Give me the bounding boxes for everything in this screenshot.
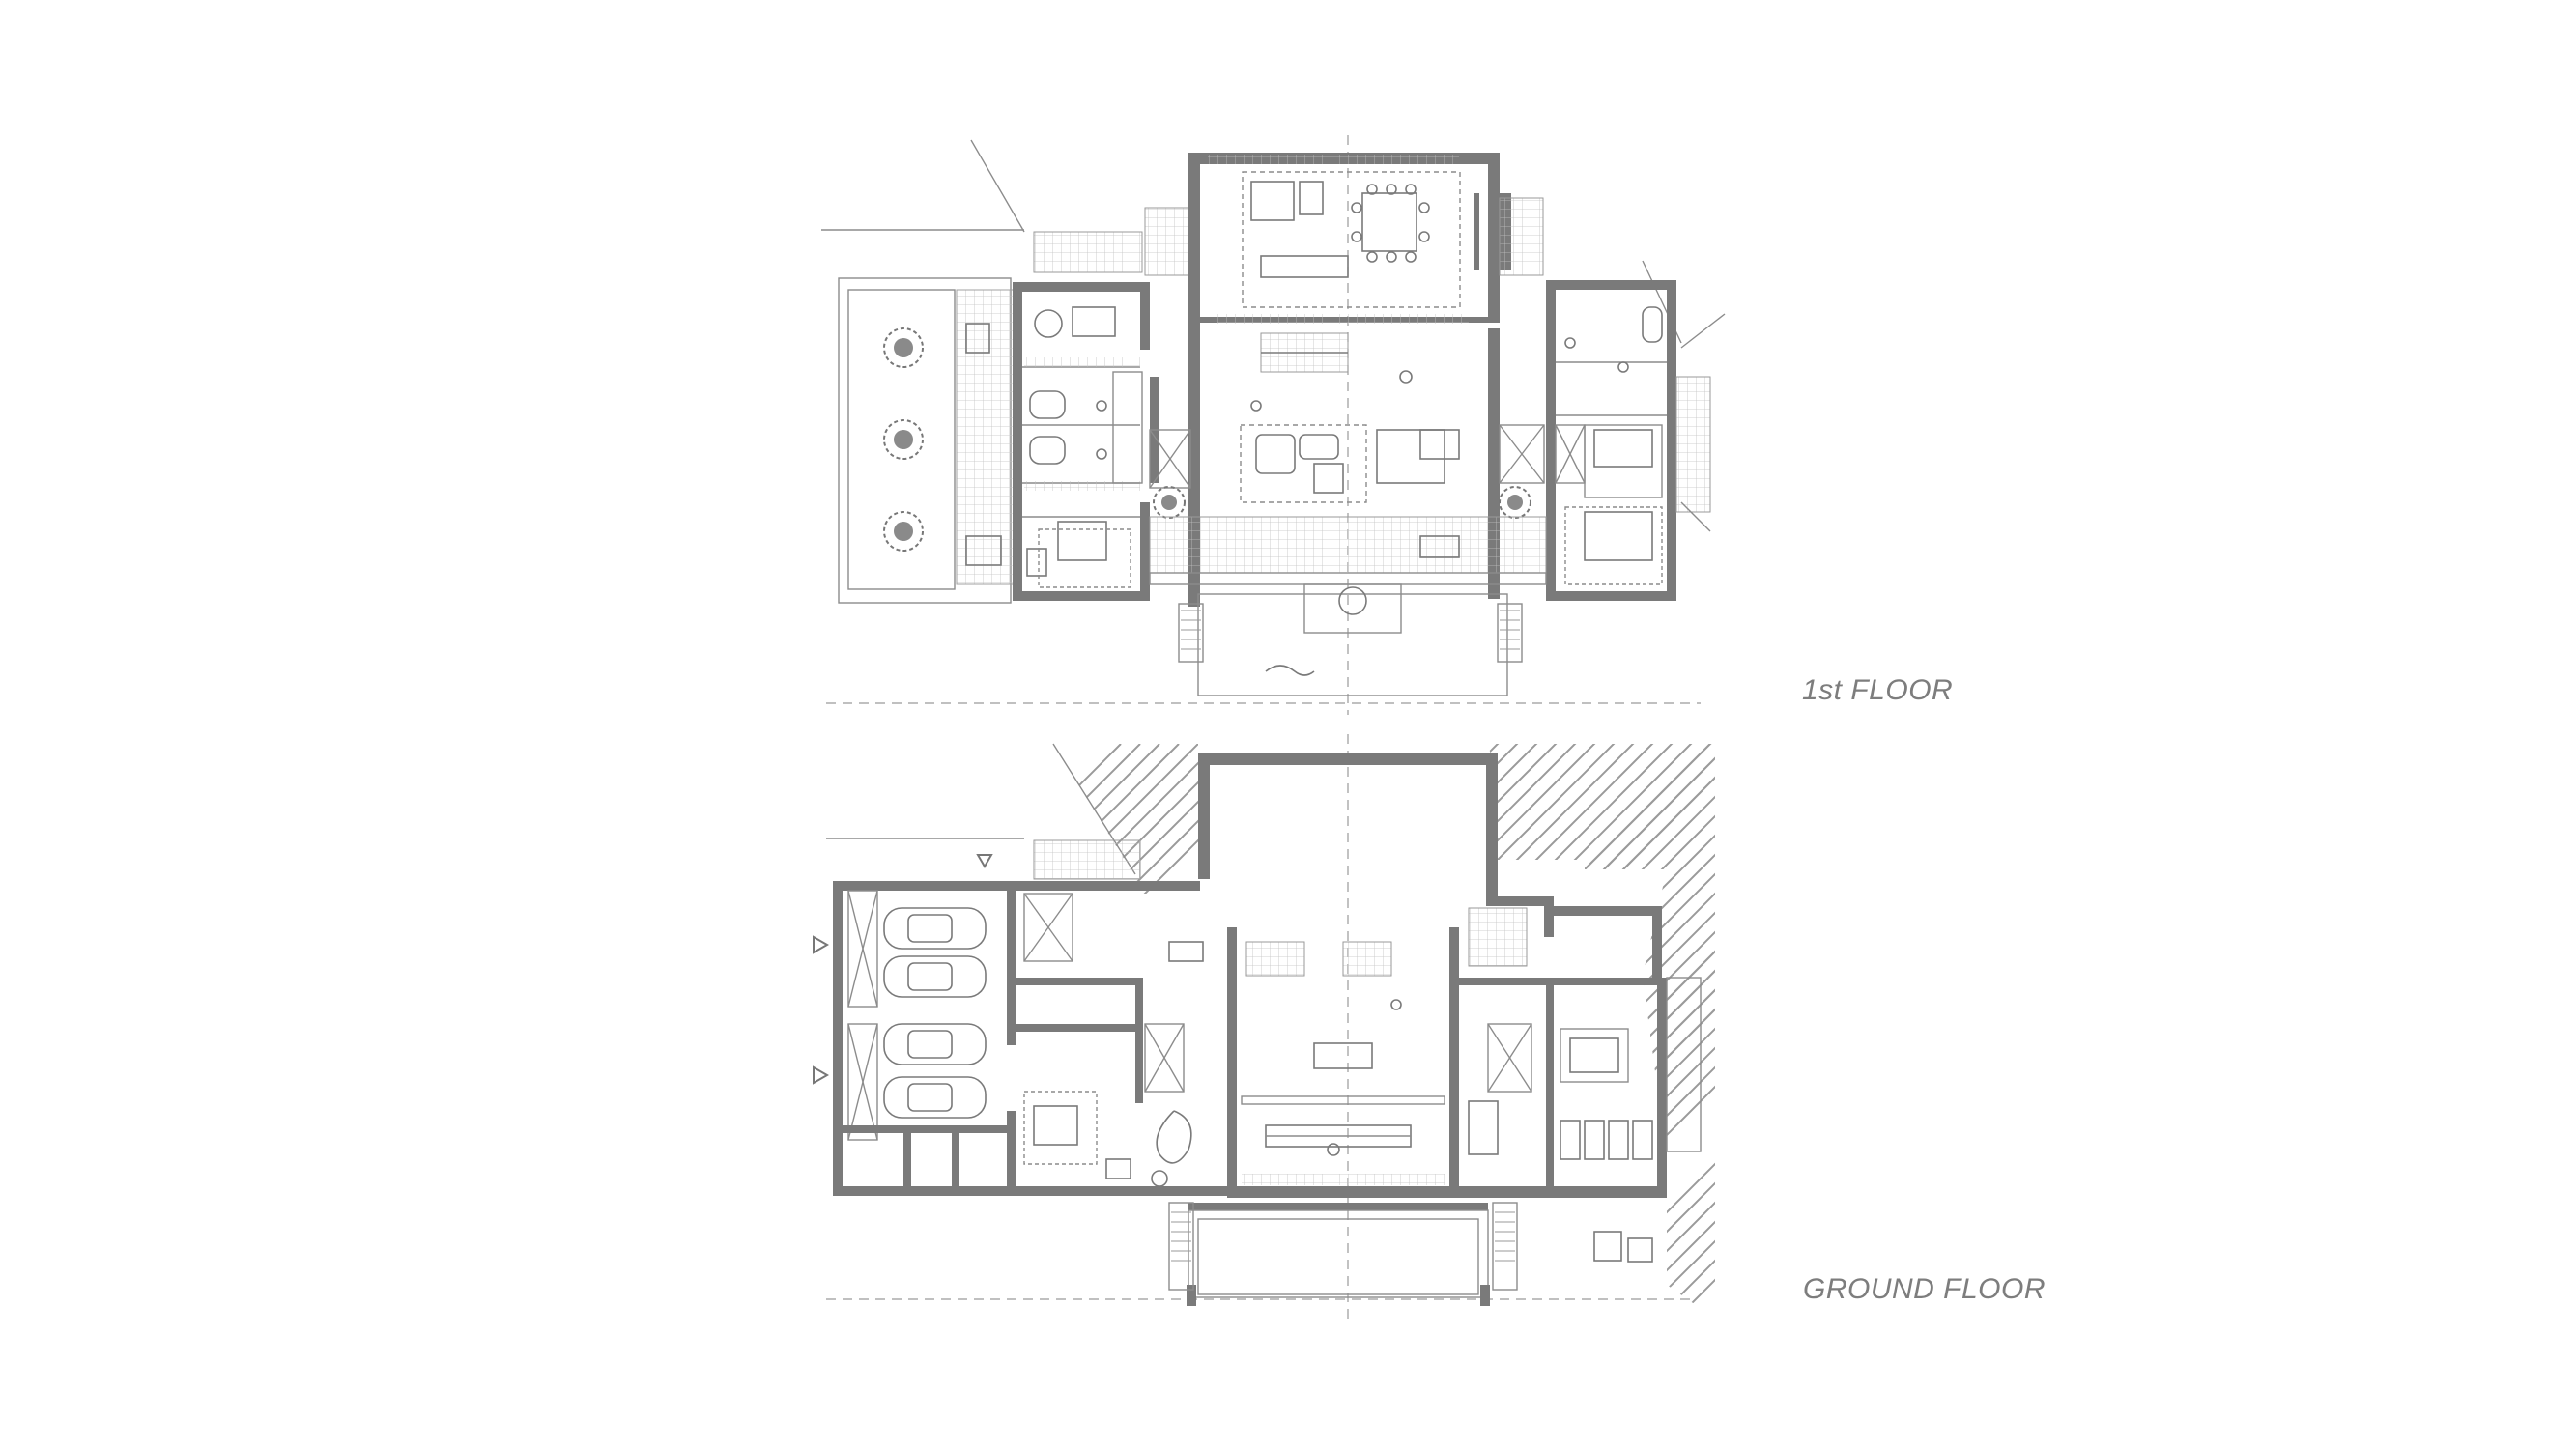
tree-icon bbox=[883, 511, 924, 552]
central-block-ground bbox=[1168, 753, 1554, 1306]
car-icon bbox=[883, 907, 987, 950]
ground-floor-plan bbox=[813, 734, 1715, 1323]
earth-hatch-right bbox=[1488, 744, 1715, 1319]
garage bbox=[813, 881, 1016, 1196]
ground-floor-label: GROUND FLOOR bbox=[1803, 1273, 2046, 1305]
central-core-1st bbox=[1149, 153, 1500, 607]
car-icon bbox=[883, 1023, 987, 1065]
first-floor-label: 1st FLOOR bbox=[1802, 674, 1954, 706]
tree-icon bbox=[1153, 486, 1186, 519]
tree-icon bbox=[883, 327, 924, 368]
tree-icon bbox=[883, 419, 924, 460]
car-icon bbox=[883, 955, 987, 998]
left-rooms-ground bbox=[976, 839, 1227, 1196]
car-icon bbox=[883, 1076, 987, 1119]
left-wing-1st bbox=[1013, 282, 1159, 601]
roof-terrace-left bbox=[838, 277, 1016, 604]
first-floor-plan bbox=[821, 135, 1726, 715]
tree-icon bbox=[1499, 486, 1531, 519]
right-rooms-ground bbox=[1459, 906, 1702, 1263]
right-wing-1st bbox=[1499, 193, 1711, 601]
front-terrace-1st bbox=[1149, 516, 1547, 696]
